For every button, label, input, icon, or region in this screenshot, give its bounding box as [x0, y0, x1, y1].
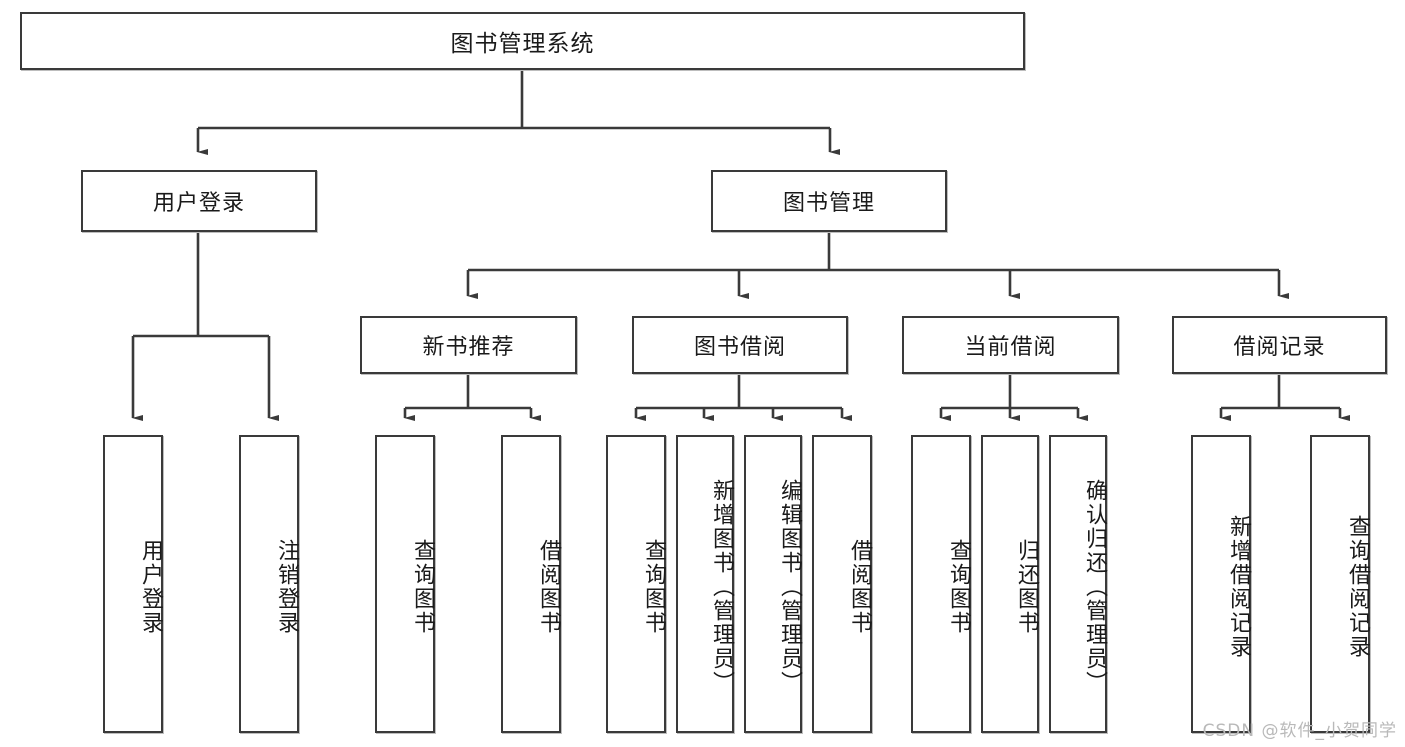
leaf-return-book[interactable]: 归还图书 — [981, 435, 1039, 733]
leaf-query-borrow-record[interactable]: 查询借阅记录 — [1310, 435, 1370, 733]
leaf-add-borrow-record[interactable]: 新增借阅记录 — [1191, 435, 1251, 733]
node-label: 借阅图书 — [847, 539, 872, 635]
node-label: 编辑图书（管理员） — [777, 479, 802, 695]
csdn-watermark: CSDN @软件_小贺同学 — [1202, 721, 1397, 741]
node-label: 查询图书 — [410, 539, 435, 635]
node-label: 图书管理 — [782, 191, 875, 216]
node-label: 查询图书 — [641, 539, 666, 635]
node-label: 图书借阅 — [693, 335, 786, 360]
node-new-book-recommendation[interactable]: 新书推荐 — [360, 316, 577, 374]
node-label: 新书推荐 — [422, 335, 515, 360]
leaf-confirm-return-admin[interactable]: 确认归还（管理员） — [1049, 435, 1107, 733]
node-label: 用户登录 — [152, 191, 245, 216]
node-label: 借阅图书 — [536, 539, 561, 635]
node-label: 用户登录 — [138, 539, 163, 635]
node-label: 查询图书 — [946, 539, 971, 635]
node-current-borrow[interactable]: 当前借阅 — [902, 316, 1119, 374]
node-label: 当前借阅 — [964, 335, 1057, 360]
node-label: 确认归还（管理员） — [1082, 479, 1107, 695]
leaf-logout-login[interactable]: 注销登录 — [239, 435, 299, 733]
node-label: 新增图书（管理员） — [709, 479, 734, 695]
node-root-book-management-system[interactable]: 图书管理系统 — [20, 12, 1025, 70]
node-borrow-record[interactable]: 借阅记录 — [1172, 316, 1387, 374]
leaf-query-book-new-book[interactable]: 查询图书 — [375, 435, 435, 733]
node-label: 借阅记录 — [1233, 335, 1326, 360]
leaf-query-book-borrow[interactable]: 查询图书 — [606, 435, 666, 733]
leaf-query-book-current[interactable]: 查询图书 — [911, 435, 971, 733]
leaf-borrow-book-new-book[interactable]: 借阅图书 — [501, 435, 561, 733]
node-user-login[interactable]: 用户登录 — [81, 170, 317, 232]
node-book-borrow[interactable]: 图书借阅 — [632, 316, 848, 374]
leaf-borrow-book-borrow[interactable]: 借阅图书 — [812, 435, 872, 733]
node-label: 注销登录 — [274, 539, 299, 635]
leaf-user-login[interactable]: 用户登录 — [103, 435, 163, 733]
leaf-edit-book-admin[interactable]: 编辑图书（管理员） — [744, 435, 802, 733]
node-label: 归还图书 — [1014, 539, 1039, 635]
node-book-management[interactable]: 图书管理 — [711, 170, 947, 232]
node-label: 新增借阅记录 — [1226, 515, 1251, 659]
node-label: 图书管理系统 — [450, 31, 595, 57]
node-label: 查询借阅记录 — [1345, 515, 1370, 659]
leaf-add-book-admin[interactable]: 新增图书（管理员） — [676, 435, 734, 733]
